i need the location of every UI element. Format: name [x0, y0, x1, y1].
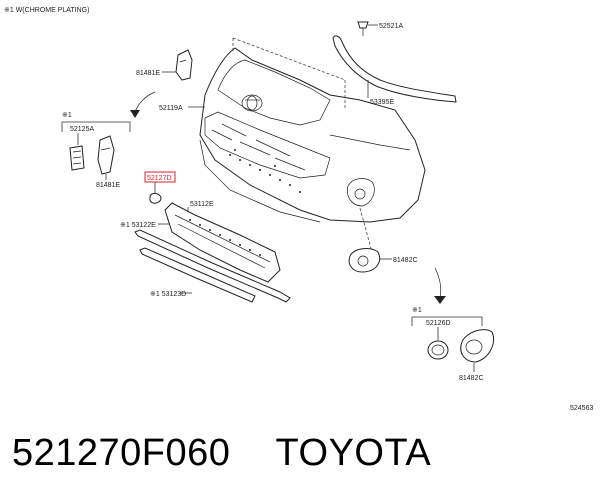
label-81482c-mid: 81482C: [393, 257, 418, 264]
upper-grille-dash-box: [232, 37, 346, 108]
part-52127-highlighted: 52127D: [144, 171, 176, 204]
arrow-left-group: [130, 91, 156, 118]
bumper-cover-52119a-label: 52119A: [159, 105, 205, 112]
chrome-strip-53123d: ※1 53123D: [139, 247, 256, 303]
label-53112e: 53112E: [190, 201, 214, 208]
label-52521a: 52521A: [379, 23, 403, 30]
label-81481e: 81481E: [96, 182, 120, 189]
group2-mark: ※1: [412, 307, 422, 314]
parts-diagram: ※1 W(CHROME PLATING): [4, 7, 593, 412]
part-caption: 521270F060 TOYOTA: [12, 432, 431, 482]
group1-bracket: ※1 52125A: [61, 112, 131, 145]
chrome-plating-note: ※1 W(CHROME PLATING): [4, 7, 89, 14]
fog-bezel-81482c: 81482C: [459, 329, 495, 382]
label-53122e: ※1 53122E: [120, 222, 156, 229]
label-52127: 52127D: [147, 175, 172, 182]
part-52125a: [69, 145, 85, 171]
group1-mark: ※1: [62, 112, 72, 119]
group2-bracket: ※1 52126D: [411, 307, 483, 340]
label-53123d: ※1 53123D: [150, 291, 186, 298]
bracket-81481e-top: 81481E: [136, 49, 193, 81]
diagram-code: 524563: [570, 405, 593, 412]
arrow-right-group: [434, 267, 446, 304]
label-81482c: 81482C: [459, 375, 484, 382]
brand-name: TOYOTA: [275, 432, 432, 474]
label-52126d: 52126D: [426, 320, 451, 327]
part-number: 521270F060: [12, 432, 231, 474]
lower-grille-53112e: 53112E: [164, 201, 281, 283]
part-52126d: [427, 340, 449, 360]
label-52119a: 52119A: [159, 105, 183, 112]
label-81481e-top: 81481E: [136, 70, 160, 77]
front-bumper-cover: [199, 47, 426, 223]
chrome-molding-53395e: 53395E: [332, 35, 457, 106]
chrome-strip-53122e: ※1 53122E: [120, 222, 291, 303]
part-81481e: 81481E: [96, 135, 120, 189]
clip-52521a: 52521A: [357, 21, 403, 36]
label-52125a: 52125A: [70, 126, 94, 133]
label-53395e: 53395E: [370, 99, 394, 106]
fog-bezel-81482c-mid: 81482C: [348, 207, 418, 273]
